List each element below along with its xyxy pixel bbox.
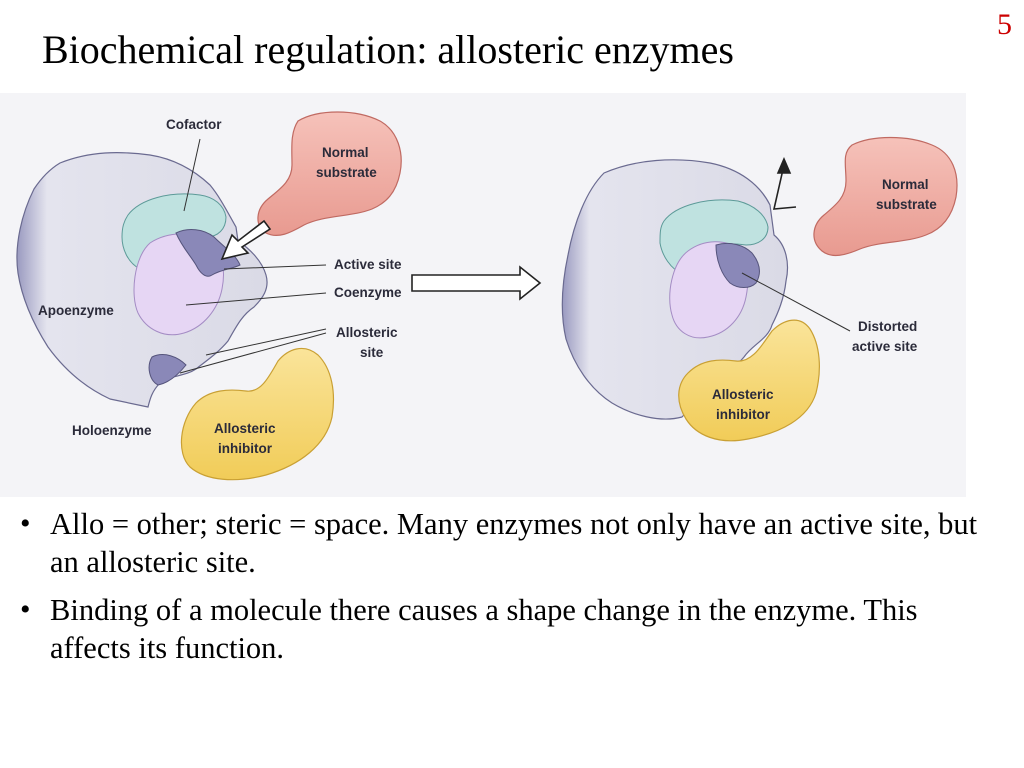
leader-lines-right [741,272,851,332]
allosteric-inhibitor-left-shape [180,347,335,481]
bullet-item: • Allo = other; steric = space. Many enz… [14,505,994,581]
enzyme-right [561,159,789,420]
cofactor-label: Cofactor [166,117,222,132]
allosteric-inhibitor-left-label-2: inhibitor [218,441,273,456]
coenzyme-label: Coenzyme [334,285,402,300]
transition-arrow [411,265,542,301]
allosteric-inhibitor-right-shape [678,319,820,442]
normal-substrate-right-shape [813,136,958,257]
active-site-label: Active site [334,257,402,272]
allosteric-site-label-2: site [360,345,384,360]
allosteric-inhibitor-right-label-2: inhibitor [716,407,771,422]
normal-substrate-right-label-1: Normal [882,177,929,192]
holoenzyme-left [16,152,268,408]
apoenzyme-label: Apoenzyme [38,303,114,318]
bullet-text: Binding of a molecule there causes a sha… [50,593,918,665]
normal-substrate-left-shape [257,111,402,237]
allosteric-inhibitor-left-label-1: Allosteric [214,421,276,436]
bullet-text: Allo = other; steric = space. Many enzym… [50,507,978,579]
approach-arrow [220,219,272,261]
bullet-item: • Binding of a molecule there causes a s… [14,591,994,667]
bullet-marker: • [20,593,31,626]
distorted-active-site-label-1: Distorted [858,319,917,334]
allosteric-inhibitor-right-label-1: Allosteric [712,387,774,402]
allosteric-enzyme-diagram: Cofactor Normal substrate Active site Co… [0,93,966,497]
allosteric-site-label-1: Allosteric [336,325,398,340]
bullet-list: • Allo = other; steric = space. Many enz… [14,505,994,677]
bullet-marker: • [20,507,31,540]
leader-lines-left [179,138,327,374]
holoenzyme-label: Holoenzyme [72,423,152,438]
normal-substrate-left-label-1: Normal [322,145,369,160]
bounce-arrow [772,156,797,210]
normal-substrate-right-label-2: substrate [876,197,937,212]
normal-substrate-left-label-2: substrate [316,165,377,180]
slide-title: Biochemical regulation: allosteric enzym… [42,27,734,72]
distorted-active-site-label-2: active site [852,339,918,354]
allosteric-site-shape [148,354,187,386]
slide-number: 5 [997,8,1012,41]
